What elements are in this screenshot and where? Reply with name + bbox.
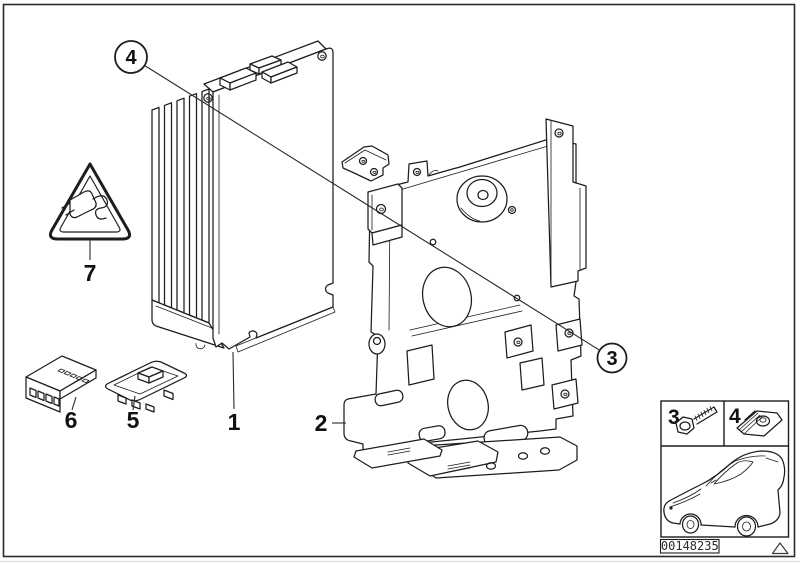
amplifier-connectors <box>219 55 298 91</box>
leader-line-diagonal <box>144 65 600 351</box>
bracket-right-strip <box>545 118 587 288</box>
amplifier-hole-right <box>317 51 327 61</box>
triangle-marker-icon <box>771 542 789 555</box>
image-number: 00148235 <box>661 539 719 553</box>
part-label-6[interactable]: 6 <box>65 407 78 433</box>
leader-line-1 <box>232 351 235 410</box>
amplifier-drawing <box>151 40 336 353</box>
callout-circle-3[interactable]: 3 <box>596 342 628 374</box>
cover-drawing <box>104 360 188 413</box>
leader-line-5 <box>132 395 136 411</box>
bracket-boss <box>456 175 508 223</box>
bracket-oval-cutout-upper <box>421 266 473 328</box>
clip-nut-icon <box>736 410 783 437</box>
screw-icon <box>675 406 718 435</box>
bracket-drawing <box>341 118 587 479</box>
image-number-box: 00148235 <box>659 538 720 554</box>
part-label-1[interactable]: 1 <box>228 409 241 435</box>
power-plug-icon <box>61 190 108 220</box>
bracket-feet <box>353 436 578 479</box>
legend-screw-number[interactable]: 3 <box>668 406 680 429</box>
part-label-7[interactable]: 7 <box>84 260 97 286</box>
leader-line-6 <box>71 396 77 411</box>
callout-3-number[interactable]: 3 <box>606 348 617 370</box>
car-icon <box>663 450 786 537</box>
connector-drawing <box>25 355 97 413</box>
bracket-hole-top-right <box>554 128 564 138</box>
legend-box: 3 4 <box>660 400 790 538</box>
bracket-oval-cutout-lower <box>447 379 489 431</box>
callout-circle-4[interactable]: 4 <box>114 40 148 74</box>
amplifier-hole-left <box>203 93 213 103</box>
part-label-2[interactable]: 2 <box>315 410 328 436</box>
amplifier-fins <box>151 88 225 350</box>
part-label-5[interactable]: 5 <box>127 407 140 433</box>
legend-clipnut-number[interactable]: 4 <box>729 405 741 428</box>
warning-triangle-icon <box>49 162 131 241</box>
amplifier-body <box>212 47 334 350</box>
callout-4-number[interactable]: 4 <box>125 47 137 69</box>
